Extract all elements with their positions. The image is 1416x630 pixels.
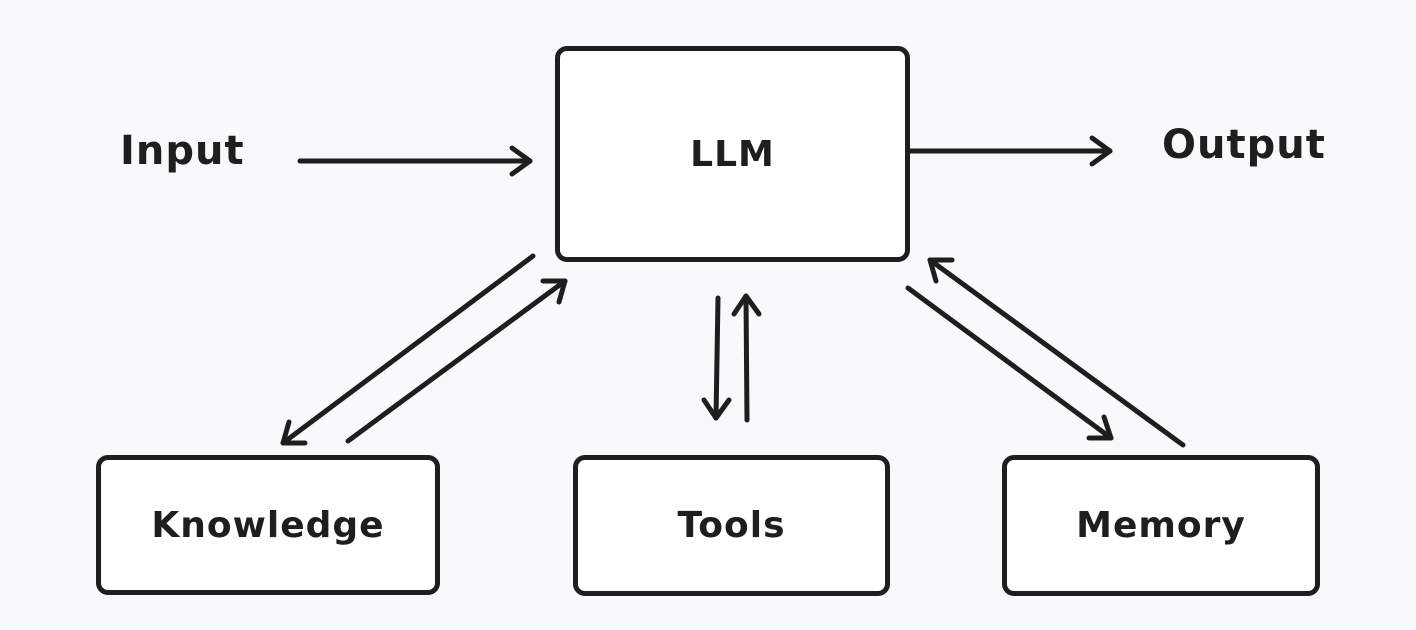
- arrow-llm-to-memory: [905, 285, 1114, 441]
- tools-node-label: Tools: [677, 505, 786, 546]
- arrow-memory-to-llm: [927, 257, 1186, 448]
- knowledge-node-label: Knowledge: [151, 504, 385, 546]
- memory-node: Memory: [1002, 455, 1320, 596]
- arrow-llm-to-knowledge: [280, 253, 536, 446]
- llm-node-label: LLM: [690, 133, 775, 175]
- tools-node: Tools: [573, 455, 890, 596]
- knowledge-node: Knowledge: [96, 455, 440, 595]
- arrow-input-to-llm: [297, 145, 533, 177]
- input-label: Input: [120, 128, 245, 174]
- llm-node: LLM: [555, 46, 910, 262]
- memory-node-label: Memory: [1076, 505, 1246, 546]
- arrow-tools-to-llm: [731, 293, 762, 423]
- output-label: Output: [1162, 122, 1326, 168]
- arrow-knowledge-to-llm: [345, 278, 568, 444]
- arrow-llm-to-tools: [701, 295, 732, 421]
- arrow-llm-to-output: [902, 135, 1113, 167]
